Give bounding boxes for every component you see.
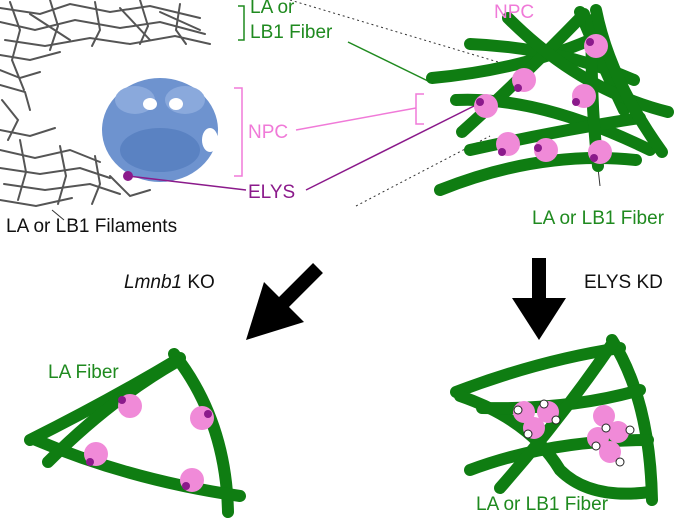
npc-top-right-label: NPC — [494, 2, 535, 23]
fiber-top-label-line2: LB1 Fiber — [250, 22, 333, 43]
filament-pointer-line — [51, 209, 65, 221]
fiber-right-label: LA or LB1 Fiber — [532, 208, 665, 229]
lmnb1-ko-suffix: KO — [182, 272, 215, 293]
lamin-filament-mesh — [0, 0, 211, 208]
npc-mid-label: NPC — [248, 122, 289, 143]
npc-connector-line — [295, 107, 417, 131]
filaments-label: LA or LB1 Filaments — [6, 216, 178, 237]
npc-open-markers-right — [513, 399, 635, 467]
lmnb1-gene-name: Lmnb1 — [124, 272, 183, 293]
la-fiber-label: LA Fiber — [48, 362, 119, 383]
elys-kd-label: ELYS KD — [584, 272, 663, 293]
elys-connector-line-right — [305, 103, 479, 191]
elys-connector-line-left — [127, 175, 247, 191]
fiber-top-label-line1: LA or — [250, 0, 295, 18]
arrow-lmnb1-ko — [246, 263, 323, 340]
npc-structure — [102, 78, 218, 182]
elys-markers-left — [86, 396, 212, 490]
fiber-top-bracket — [238, 5, 245, 41]
npc-right-bracket — [415, 93, 424, 125]
fiber-bottom-label: LA or LB1 Fiber — [476, 494, 609, 515]
zoom-dotted-line-top — [289, 0, 499, 63]
elys-markers-top — [476, 38, 598, 162]
lmnb1-ko-label: Lmnb1 KO — [124, 272, 215, 294]
elys-label: ELYS — [248, 182, 296, 203]
fiber-mesh-top — [426, 4, 674, 196]
fiber-triangle-left — [24, 348, 246, 518]
fiber-connector-line — [347, 41, 431, 83]
arrow-elys-kd — [512, 258, 566, 340]
npc-left-bracket — [234, 87, 243, 177]
